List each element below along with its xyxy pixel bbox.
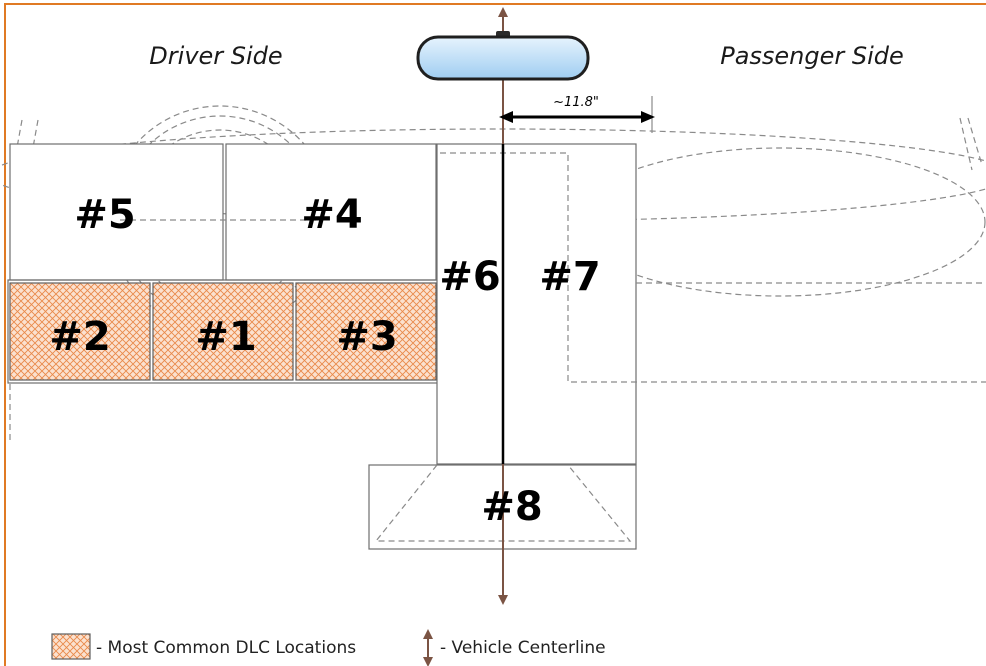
driver-side-label: Driver Side [149, 42, 282, 70]
frame-border [4, 3, 986, 666]
zone-7-label: #7 [539, 254, 600, 300]
zone-5-panel [9, 143, 224, 281]
zone-4-label: #4 [301, 192, 362, 238]
zone-8-label: #8 [481, 484, 542, 530]
zone-1-label: #1 [195, 314, 256, 360]
legend-common-dlc-text: - Most Common DLC Locations [96, 638, 356, 658]
zone-5-label: #5 [74, 192, 135, 238]
zone-6-label: #6 [439, 254, 500, 300]
zone-2-panel [9, 282, 151, 381]
dimension-marker [499, 96, 655, 133]
passenger-side-label: Passenger Side [720, 42, 904, 70]
zone-3-panel [295, 282, 437, 381]
dimension-label: ~11.8" [553, 95, 599, 110]
zone-2-label: #2 [49, 314, 110, 360]
zone-3-label: #3 [336, 314, 397, 360]
rearview-mirror-icon [416, 31, 590, 81]
zone-1-panel [152, 282, 294, 381]
legend-hatch-swatch [51, 633, 91, 660]
center-stack-panel [436, 143, 637, 465]
legend-centerline-text: - Vehicle Centerline [440, 638, 606, 658]
